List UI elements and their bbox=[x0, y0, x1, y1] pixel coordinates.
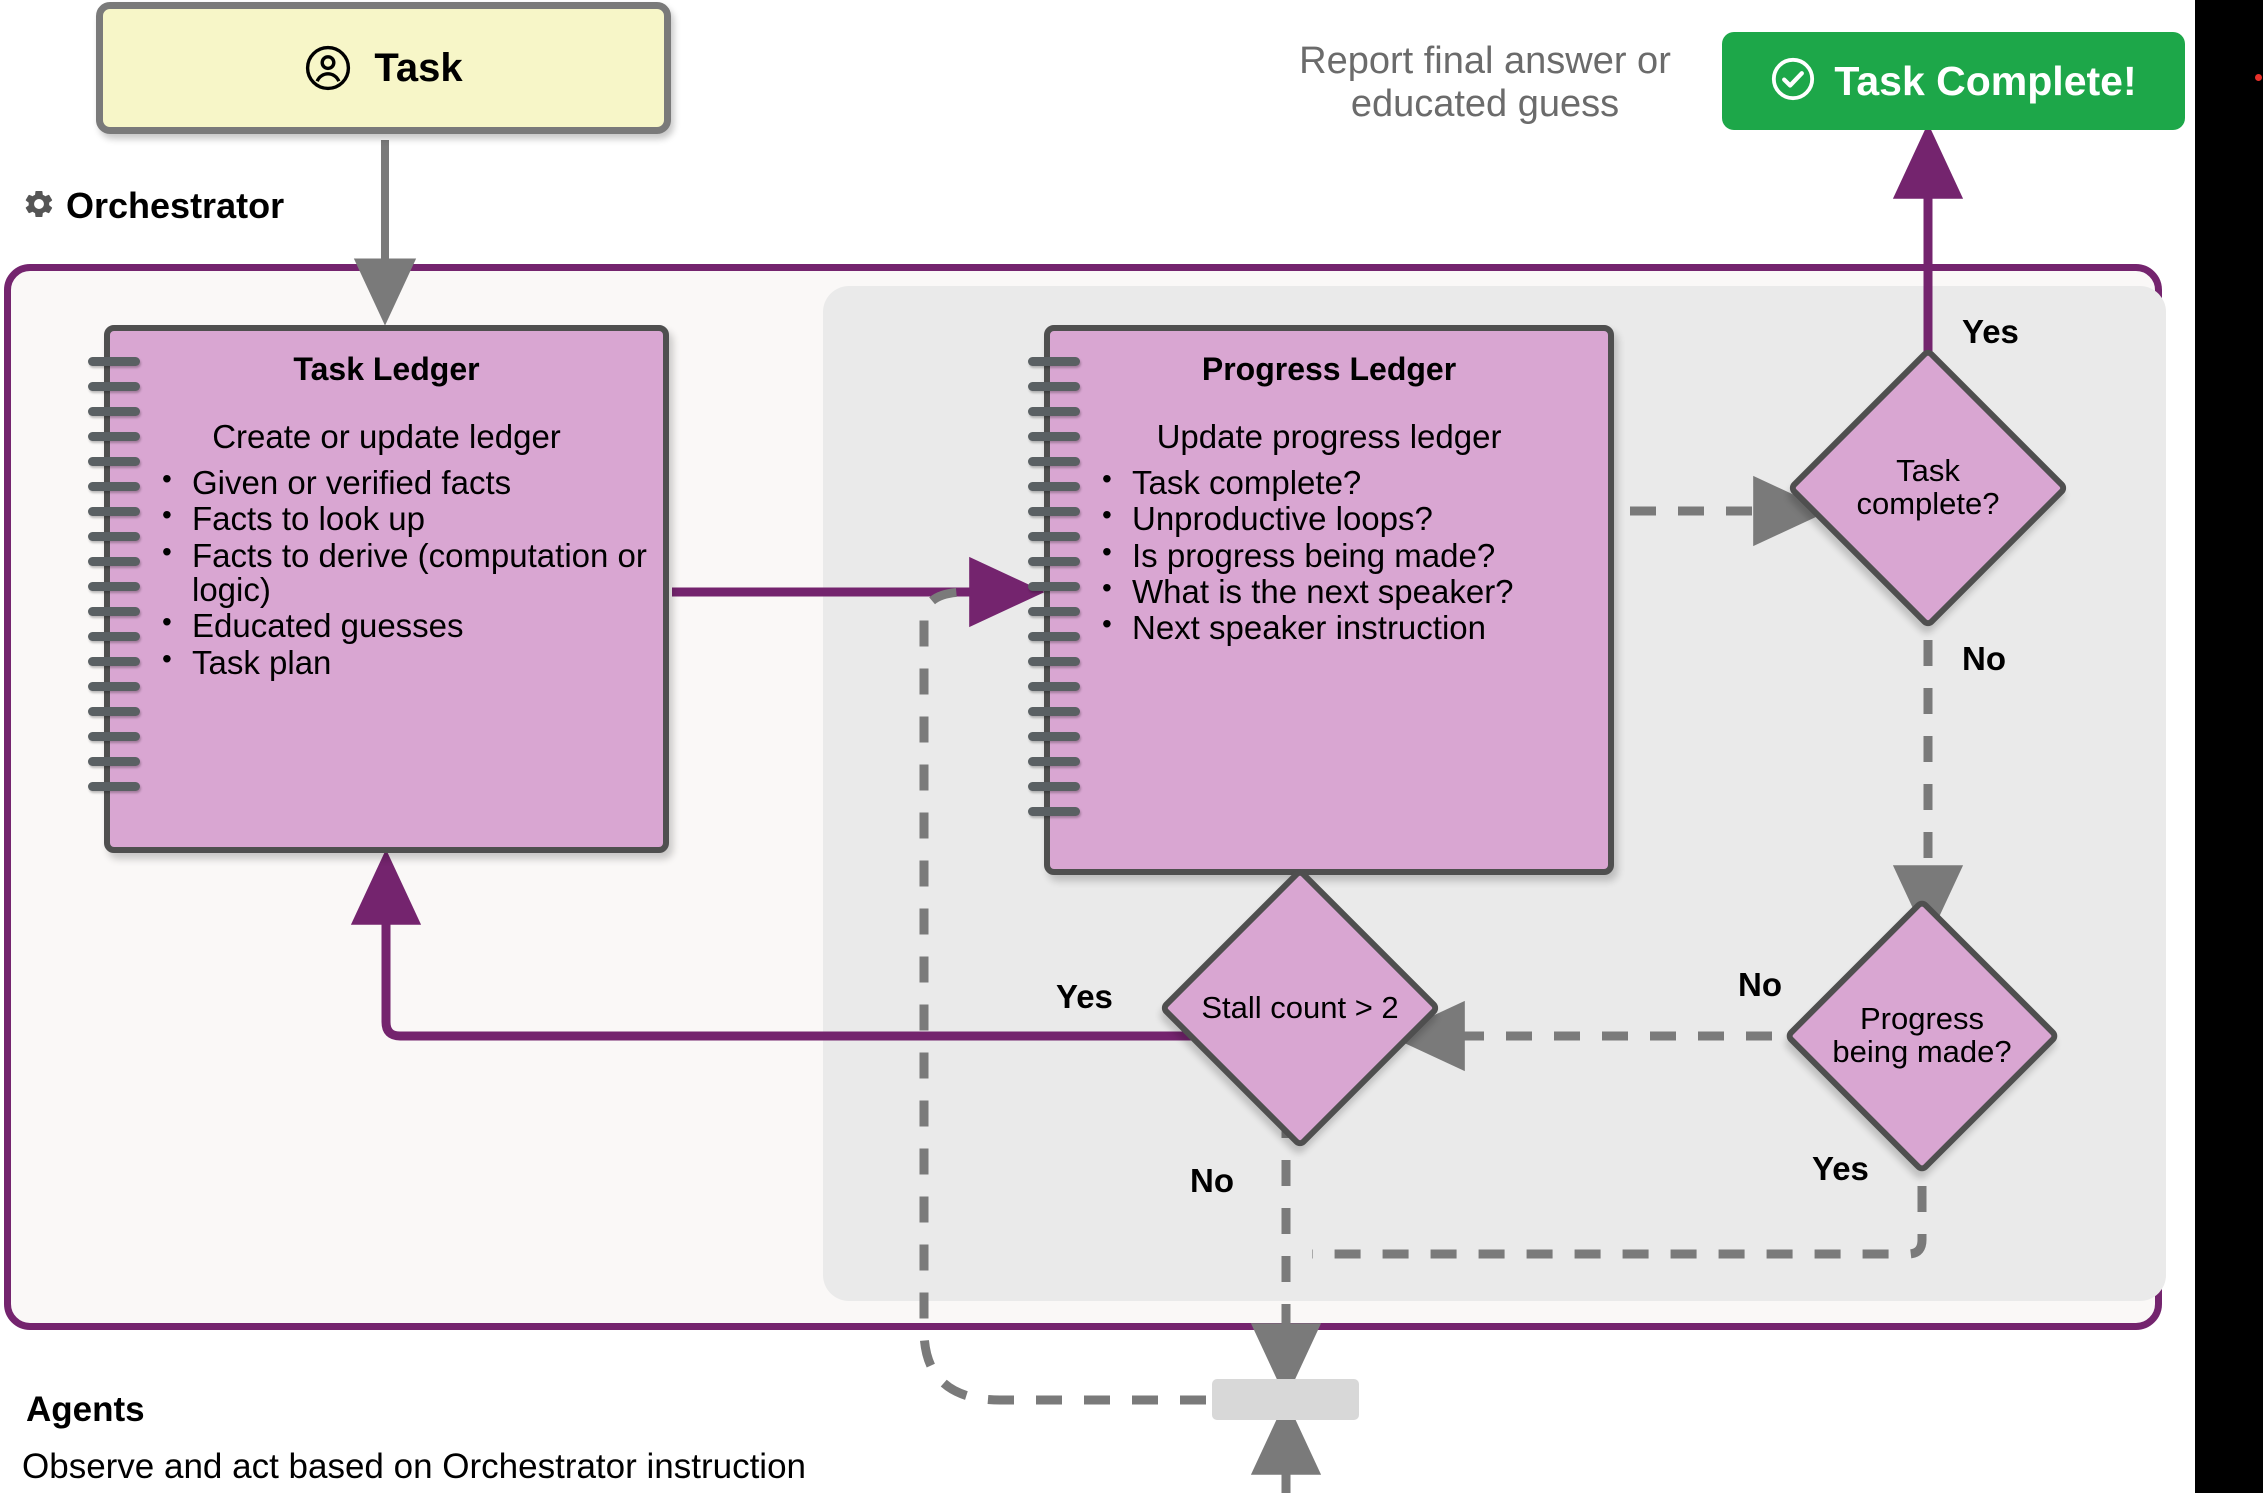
decision-stall-count-label: Stall count > 2 bbox=[1201, 989, 1399, 1025]
edge-label-task-complete-yes: Yes bbox=[1962, 313, 2019, 350]
task-ledger-title: Task Ledger bbox=[293, 351, 480, 387]
gear-icon bbox=[22, 187, 56, 226]
list-item: Is progress being made? bbox=[1102, 537, 1608, 573]
progress-ledger-list: Task complete? Unproductive loops? Is pr… bbox=[1050, 464, 1608, 646]
orchestrator-label: Orchestrator bbox=[22, 185, 284, 227]
person-circle-icon bbox=[304, 44, 352, 92]
report-answer-text: Report final answer or educated guess bbox=[1299, 40, 1671, 125]
progress-ledger-title: Progress Ledger bbox=[1201, 351, 1457, 387]
list-item: Facts to derive (computation or logic) bbox=[162, 537, 663, 608]
progress-ledger-subtitle: Update progress ledger bbox=[1156, 418, 1502, 455]
edge-label-stall-yes: Yes bbox=[1056, 978, 1113, 1015]
decision-task-complete: Task complete? bbox=[1786, 346, 2070, 630]
edge-label-progress-made-no: No bbox=[1738, 966, 1782, 1003]
task-complete-badge-label: Task Complete! bbox=[1834, 57, 2137, 104]
task-card-label: Task bbox=[374, 45, 463, 90]
decision-task-complete-label: Task complete? bbox=[1856, 453, 2000, 521]
list-item: Given or verified facts bbox=[162, 464, 663, 500]
list-item: Task complete? bbox=[1102, 464, 1608, 500]
spiral-binding-icon bbox=[88, 357, 140, 807]
task-input-card: Task bbox=[96, 2, 671, 134]
orchestrator-label-text: Orchestrator bbox=[66, 185, 285, 226]
decision-progress-made-label: Progress being made? bbox=[1832, 1001, 2012, 1069]
task-ledger-subtitle: Create or update ledger bbox=[212, 418, 561, 455]
task-ledger-card: Task Ledger Create or update ledger Give… bbox=[88, 325, 669, 853]
progress-ledger-card: Progress Ledger Update progress ledger T… bbox=[1028, 325, 1614, 875]
check-circle-icon bbox=[1770, 56, 1816, 107]
task-ledger-list: Given or verified facts Facts to look up… bbox=[110, 464, 663, 680]
spiral-binding-icon bbox=[1028, 357, 1080, 832]
agents-title: Agents bbox=[26, 1390, 145, 1429]
decision-stall-count: Stall count > 2 bbox=[1158, 866, 1442, 1150]
decision-progress-made: Progress being made? bbox=[1783, 897, 2061, 1175]
list-item: Educated guesses bbox=[162, 607, 663, 643]
list-item: Next speaker instruction bbox=[1102, 609, 1608, 645]
list-item: What is the next speaker? bbox=[1102, 573, 1608, 609]
list-item: Unproductive loops? bbox=[1102, 500, 1608, 536]
right-black-band bbox=[2195, 0, 2263, 1493]
agents-subtitle: Observe and act based on Orchestrator in… bbox=[22, 1447, 807, 1486]
edge-label-stall-no: No bbox=[1190, 1162, 1234, 1199]
agent-node bbox=[1212, 1379, 1359, 1420]
task-complete-badge: Task Complete! bbox=[1722, 32, 2185, 130]
edge-label-progress-made-yes: Yes bbox=[1812, 1150, 1869, 1187]
list-item: Facts to look up bbox=[162, 500, 663, 536]
red-dot-marker bbox=[2255, 74, 2262, 81]
edge-label-task-complete-no: No bbox=[1962, 640, 2006, 677]
list-item: Task plan bbox=[162, 644, 663, 680]
